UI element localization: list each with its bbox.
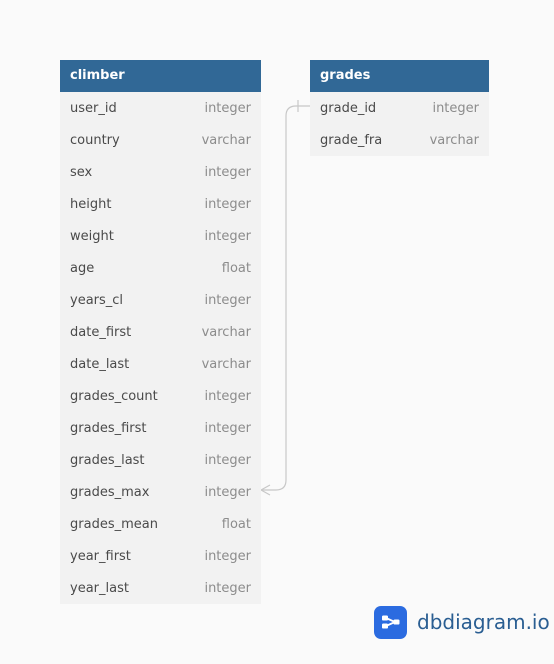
field-type: integer xyxy=(204,196,251,212)
field-type: integer xyxy=(432,100,479,116)
field-row-date-first[interactable]: date_first varchar xyxy=(60,316,261,348)
field-row-user-id[interactable]: user_id integer xyxy=(60,92,261,124)
field-row-grades-max[interactable]: grades_max integer xyxy=(60,476,261,508)
field-row-grade-fra[interactable]: grade_fra varchar xyxy=(310,124,489,156)
field-row-year-first[interactable]: year_first integer xyxy=(60,540,261,572)
field-row-year-last[interactable]: year_last integer xyxy=(60,572,261,604)
field-type: varchar xyxy=(201,132,251,148)
field-name: years_cl xyxy=(70,292,124,308)
field-type: integer xyxy=(204,452,251,468)
field-type: integer xyxy=(204,228,251,244)
field-row-years-cl[interactable]: years_cl integer xyxy=(60,284,261,316)
brand-name-main: dbdiagram xyxy=(417,610,526,634)
field-type: varchar xyxy=(201,324,251,340)
brand-name: dbdiagram.io xyxy=(417,610,550,634)
field-row-grades-last[interactable]: grades_last integer xyxy=(60,444,261,476)
field-row-grades-count[interactable]: grades_count integer xyxy=(60,380,261,412)
table-header-climber[interactable]: climber xyxy=(60,60,261,92)
field-name: user_id xyxy=(70,100,117,116)
field-name: grade_id xyxy=(320,100,377,116)
brand-logo[interactable]: dbdiagram.io xyxy=(374,605,550,639)
many-cardinality-mark-lower xyxy=(260,489,271,496)
field-name: height xyxy=(70,196,112,212)
field-row-height[interactable]: height integer xyxy=(60,188,261,220)
field-name: date_first xyxy=(70,324,132,340)
field-name: grades_first xyxy=(70,420,147,436)
field-type: integer xyxy=(204,292,251,308)
field-type: float xyxy=(221,260,251,276)
field-name: year_last xyxy=(70,580,129,596)
table-header-grades[interactable]: grades xyxy=(310,60,489,92)
field-row-age[interactable]: age float xyxy=(60,252,261,284)
field-name: country xyxy=(70,132,120,148)
field-row-weight[interactable]: weight integer xyxy=(60,220,261,252)
field-name: grade_fra xyxy=(320,132,383,148)
brand-name-suffix: .io xyxy=(525,610,550,634)
field-name: grades_max xyxy=(70,484,150,500)
field-row-grades-mean[interactable]: grades_mean float xyxy=(60,508,261,540)
field-name: grades_mean xyxy=(70,516,158,532)
field-type: varchar xyxy=(201,356,251,372)
many-cardinality-mark-upper xyxy=(260,484,271,491)
field-list-grades: grade_id integer grade_fra varchar xyxy=(310,92,489,156)
field-name: sex xyxy=(70,164,93,180)
field-name: grades_count xyxy=(70,388,158,404)
field-type: integer xyxy=(204,484,251,500)
field-type: integer xyxy=(204,548,251,564)
field-name: weight xyxy=(70,228,114,244)
field-row-grade-id[interactable]: grade_id integer xyxy=(310,92,489,124)
field-type: varchar xyxy=(429,132,479,148)
field-type: integer xyxy=(204,420,251,436)
field-row-country[interactable]: country varchar xyxy=(60,124,261,156)
field-name: grades_last xyxy=(70,452,145,468)
table-grades[interactable]: grades grade_id integer grade_fra varchar xyxy=(310,60,489,156)
share-nodes-icon xyxy=(374,605,407,639)
field-name: age xyxy=(70,260,95,276)
field-type: float xyxy=(221,516,251,532)
field-name: year_first xyxy=(70,548,131,564)
field-type: integer xyxy=(204,100,251,116)
field-name: date_last xyxy=(70,356,130,372)
field-type: integer xyxy=(204,388,251,404)
field-row-grades-first[interactable]: grades_first integer xyxy=(60,412,261,444)
field-row-sex[interactable]: sex integer xyxy=(60,156,261,188)
field-type: integer xyxy=(204,164,251,180)
field-type: integer xyxy=(204,580,251,596)
field-row-date-last[interactable]: date_last varchar xyxy=(60,348,261,380)
